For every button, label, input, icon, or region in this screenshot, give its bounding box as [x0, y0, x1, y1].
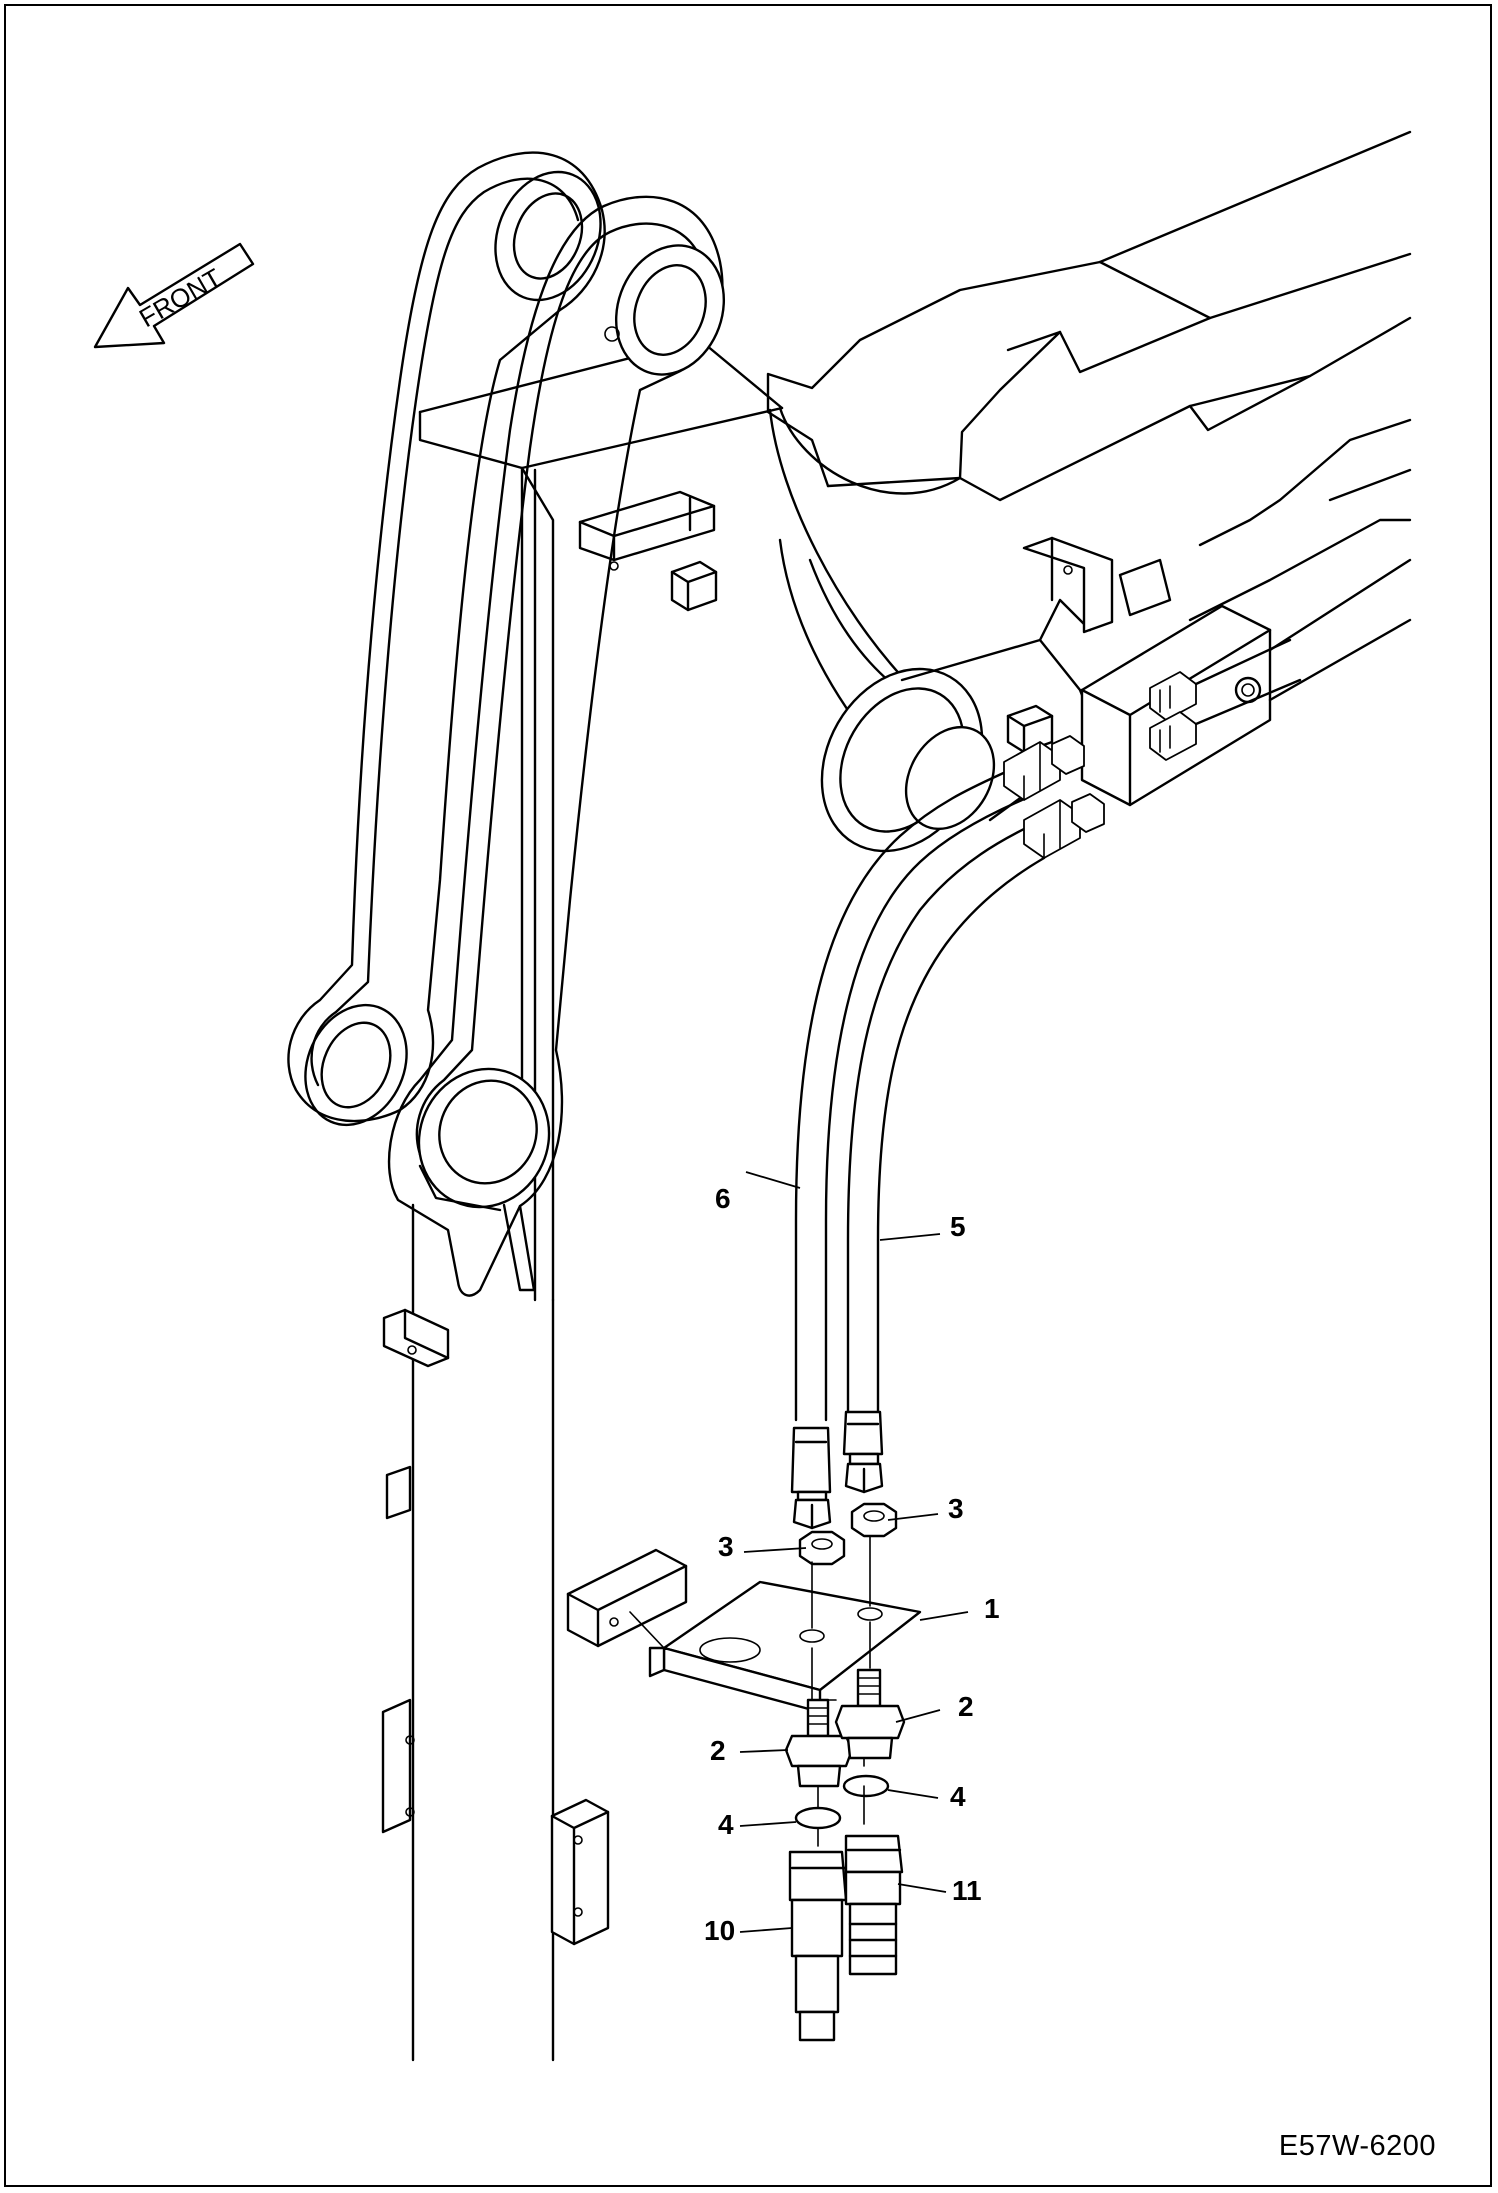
callout-2-left: 2 [710, 1735, 726, 1766]
callout-11: 11 [952, 1875, 982, 1906]
inner-link [387, 195, 726, 1297]
adapter-2-right [834, 1668, 906, 1760]
callout-5: 5 [950, 1211, 966, 1242]
callout-3-left: 3 [718, 1531, 734, 1562]
nut-3-left [798, 1530, 846, 1566]
callout-2-right: 2 [958, 1691, 974, 1722]
callout-10: 10 [704, 1915, 735, 1946]
front-label: FRONT [134, 262, 227, 333]
callout-4-left: 4 [718, 1809, 734, 1840]
hose-5 [846, 793, 1105, 1418]
o-ring-4-right [842, 1774, 890, 1798]
callout-3-right: 3 [948, 1493, 964, 1524]
callout-4-right: 4 [950, 1781, 966, 1812]
adapter-2-left [784, 1698, 854, 1788]
hose-end-fittings [790, 1410, 884, 1530]
coupler-11 [844, 1834, 904, 1976]
hose-6 [794, 735, 1085, 1422]
drawing-code: E57W-6200 [1278, 2130, 1436, 2162]
arm-body [381, 338, 784, 2062]
drawing-border [4, 4, 1492, 2187]
front-arrow-icon: FRONT [93, 242, 255, 349]
callout-1: 1 [984, 1593, 1000, 1624]
coupler-10 [788, 1850, 848, 2042]
boom [766, 130, 1412, 853]
leader-lines [739, 1171, 969, 1933]
alignment-lines [629, 1535, 871, 1847]
o-ring-4-left [794, 1806, 842, 1830]
callout-6: 6 [715, 1183, 731, 1214]
nut-3-right [850, 1502, 898, 1538]
outer-link [287, 151, 606, 1127]
